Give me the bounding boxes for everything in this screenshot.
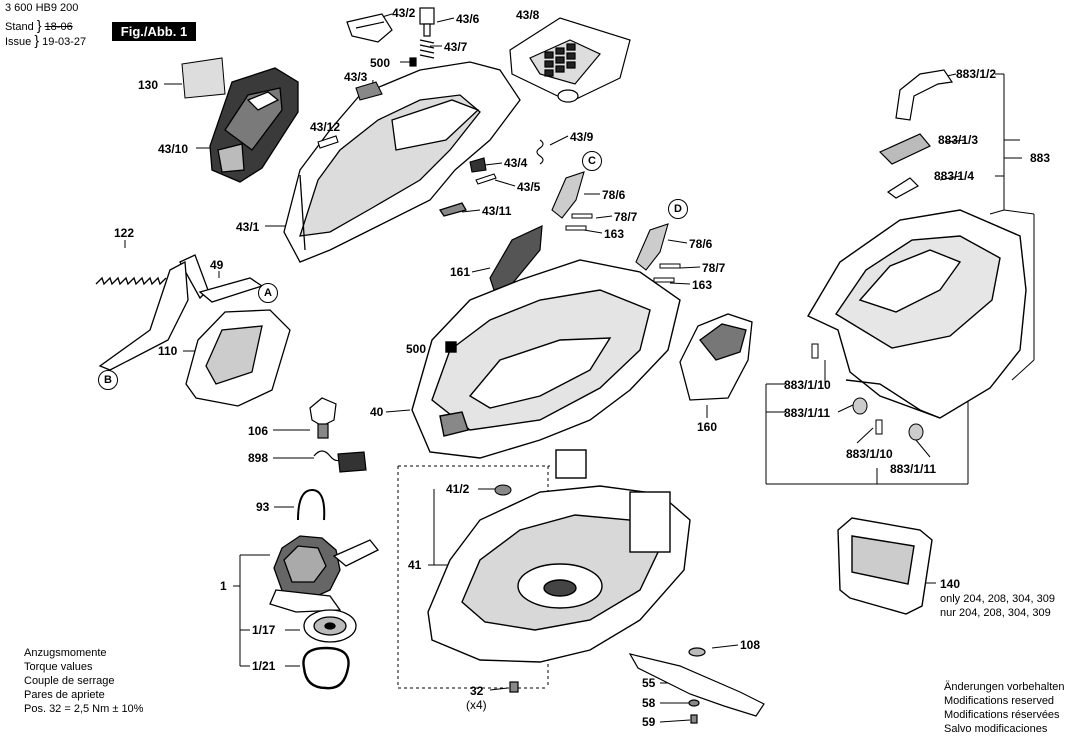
torque-en: Torque values [24,661,93,673]
callout-43-9: 43/9 [570,130,594,144]
document-header: 3 600 HB9 200 Stand } 18-06 Issue } 19-0… [5,2,87,48]
callout-32: 32 [470,684,484,698]
callout-500-mid: 500 [406,342,427,356]
callout-59: 59 [642,715,656,729]
callout-55: 55 [642,676,656,690]
change-es: Salvo modificaciones [944,723,1048,735]
callout-883-1-11-b: 883/1/11 [890,462,937,476]
part-number: 3 600 HB9 200 [5,2,79,14]
callout-1: 1 [220,579,227,593]
callout-163-c: 163 [604,227,625,241]
callout-40: 40 [370,405,384,419]
callout-58: 58 [642,696,656,710]
callout-1-21: 1/21 [252,659,276,673]
stand-label: Stand [5,21,34,33]
callout-43-3: 43/3 [344,70,368,84]
callout-43-8: 43/8 [516,8,540,22]
callout-883-1-11-a: 883/1/11 [784,406,831,420]
marker-a: A [258,283,278,303]
callout-43-2: 43/2 [392,6,416,20]
callout-41-2: 41/2 [446,482,470,496]
change-de: Änderungen vorbehalten [944,681,1065,693]
note-only-de: nur 204, 208, 304, 309 [940,607,1051,619]
figure-label: Fig./Abb. 1 [112,22,196,41]
callout-106: 106 [248,424,269,438]
callout-140: 140 [940,577,961,591]
note-only-en: only 204, 208, 304, 309 [940,593,1055,605]
callout-43-7: 43/7 [444,40,468,54]
callout-32-qty: (x4) [466,698,487,712]
change-en: Modifications reserved [944,695,1055,707]
callout-122: 122 [114,226,135,240]
marker-d: D [668,199,688,219]
marker-c: C [582,151,602,171]
callout-163-d: 163 [692,278,713,292]
callout-78-6-c: 78/6 [602,188,626,202]
callout-500-top: 500 [370,56,391,70]
callout-41: 41 [408,558,422,572]
callout-49: 49 [210,258,224,272]
torque-de: Anzugsmomente [24,647,107,659]
callout-78-7-d: 78/7 [702,261,726,275]
part-43-2 [346,13,393,43]
callout-43-4: 43/4 [504,156,528,170]
issue-value: 19-03-27 [42,36,87,48]
change-fr: Modifications réservées [944,709,1060,721]
torque-pos: Pos. 32 = 2,5 Nm ± 10% [24,703,144,715]
callout-161: 161 [450,265,471,279]
callout-883-1-10-a: 883/1/10 [784,378,831,392]
callout-883: 883 [1030,151,1051,165]
callout-43-5: 43/5 [517,180,541,194]
torque-fr: Couple de serrage [24,675,115,687]
callout-898: 898 [248,451,269,465]
callout-43-1: 43/1 [236,220,260,234]
callout-1-17: 1/17 [252,623,276,637]
callout-130: 130 [138,78,159,92]
callout-78-6-d: 78/6 [689,237,713,251]
stand-value: 18-06 [44,21,73,33]
callout-160: 160 [697,420,718,434]
callout-93: 93 [256,500,270,514]
callout-883-1-2: 883/1/2 [956,67,997,81]
marker-b: B [98,370,118,390]
callout-883-1-10-b: 883/1/10 [846,447,893,461]
callout-43-6: 43/6 [456,12,480,26]
issue-label: Issue [5,36,32,48]
torque-es: Pares de apriete [24,689,105,701]
callout-110: 110 [158,344,178,358]
callout-883-1-4: 883/1/4 [934,169,975,183]
callout-43-10: 43/10 [158,142,189,156]
callout-78-7-c: 78/7 [614,210,638,224]
callout-43-12: 43/12 [310,120,341,134]
callout-883-1-3: 883/1/3 [938,133,979,147]
callout-108: 108 [740,638,761,652]
callout-43-11: 43/11 [482,204,512,218]
